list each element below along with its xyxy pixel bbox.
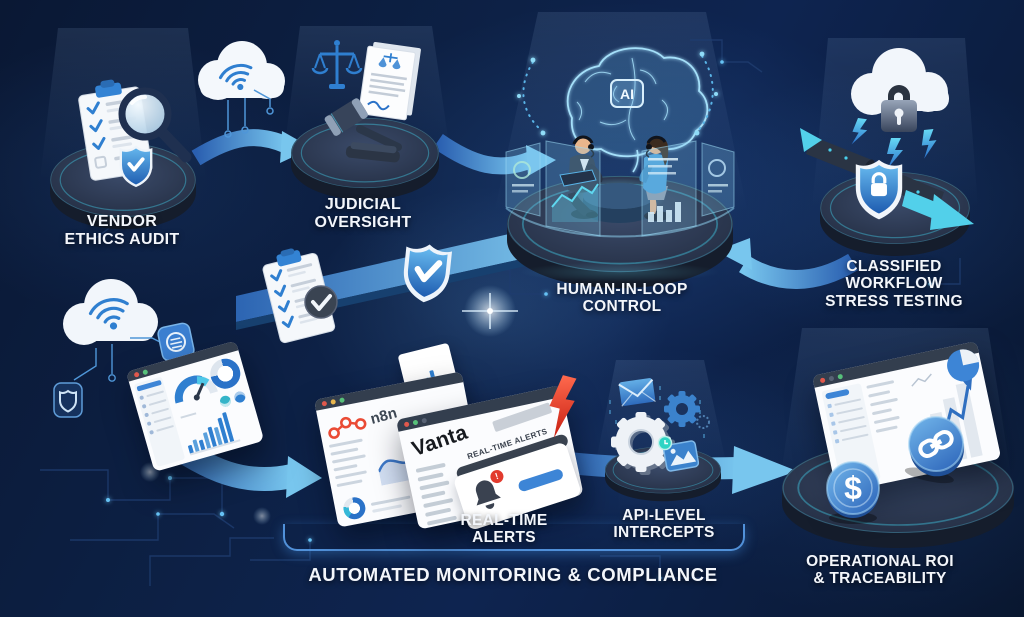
circuit-lines (224, 89, 274, 138)
legal-document-icon (358, 42, 421, 121)
gauge-chart (174, 375, 218, 404)
shield-check-icon (119, 145, 153, 188)
vanta-logo: Vanta (409, 420, 471, 462)
pie-chart-icon (947, 349, 980, 382)
action-pill-button (517, 467, 565, 493)
lightning-alert-icon (549, 375, 577, 438)
lightning-bolt-icons (851, 118, 937, 168)
label-human-in-loop: HUMAN-IN-LOOP CONTROL (556, 281, 688, 316)
gavel-icon (324, 98, 402, 163)
api-intercepts-illustration (609, 378, 710, 475)
hologram-circuit-arcs (517, 51, 718, 136)
close-dot-icon (819, 376, 826, 383)
menu-dot-icon (828, 375, 835, 381)
classified-stress-illustration (800, 48, 974, 230)
document-app-icon (157, 322, 195, 362)
shield-lock-icon (855, 159, 903, 220)
shield-check-large-icon (403, 244, 453, 303)
minimize-dot-icon (330, 398, 337, 405)
label-judicial-oversight: JUDICIAL OVERSIGHT (314, 196, 412, 231)
label-operational-roi-traceability: OPERATIONAL ROI & TRACEABILITY (806, 553, 954, 588)
monitoring-cloud-illustration (53, 279, 195, 418)
label-api-level-intercepts: API-LEVEL INTERCEPTS (613, 507, 715, 542)
dashboard-window (126, 340, 265, 472)
label-real-time-alerts: REAL-TIME ALERTS (460, 512, 548, 547)
alert-card: ! (452, 441, 583, 532)
monitoring-group-bracket (283, 524, 745, 551)
compliance-checklist-illustration (262, 248, 338, 344)
pipe-in-arrow (800, 128, 822, 152)
n8n-logo: n8n (323, 385, 462, 442)
magnifier-icon (118, 87, 192, 163)
list-lines (415, 462, 458, 531)
menu-dot-icon (421, 417, 428, 424)
judicial-oversight-illustration (311, 40, 421, 163)
holo-screen-ring (505, 140, 735, 238)
maximize-dot-icon (412, 419, 419, 425)
shield-app-icon (53, 382, 83, 418)
vanta-window: Vanta REAL-TIME ALERTS ! (396, 375, 584, 532)
padlock-shackle (888, 85, 910, 101)
ai-chip-label: AI (620, 86, 634, 102)
human-in-loop-illustration: AI (505, 47, 735, 238)
pipe-out-arrow (902, 190, 974, 230)
gear-outline-icon (696, 415, 710, 429)
list-lines (328, 438, 372, 493)
data-particles (609, 386, 705, 438)
bell-icon (475, 480, 501, 509)
close-dot-icon (321, 400, 328, 407)
maximize-dot-icon (142, 368, 149, 375)
check-badge-icon (304, 285, 338, 319)
label-automated-monitoring-compliance: AUTOMATED MONITORING & COMPLIANCE (308, 564, 718, 585)
close-dot-icon (133, 371, 140, 378)
platform-glow (520, 262, 720, 282)
maximize-dot-icon (837, 373, 844, 380)
mini-badges (218, 390, 247, 409)
arrow-judicial-to-human (433, 133, 556, 176)
vendor-ethics-audit-illustration (78, 79, 192, 188)
label-classified-stress-testing: CLASSIFIED WORKFLOW STRESS TESTING (825, 258, 963, 310)
donut-chart (341, 495, 368, 522)
scales-of-justice-icon (311, 40, 363, 89)
photo-icon (662, 440, 700, 472)
maximize-dot-icon (339, 397, 345, 404)
wifi-icon (88, 298, 129, 330)
gear-blue-icon (664, 391, 700, 427)
n8n-logo-text: n8n (368, 404, 399, 428)
connector-lines (73, 337, 161, 382)
cloud-wifi-icon (198, 41, 285, 138)
envelope-icon (618, 378, 656, 407)
circuit-nodes (106, 60, 932, 580)
label-vendor-ethics-audit: VENDOR ETHICS AUDIT (64, 213, 180, 248)
arrow-classified-to-human (716, 238, 858, 289)
cloud-lock-icon (851, 48, 949, 132)
ai-brain-hologram (566, 47, 709, 173)
close-dot-icon (403, 420, 410, 427)
n8n-logo-icon (328, 416, 367, 439)
ai-chip: AI (610, 79, 644, 108)
